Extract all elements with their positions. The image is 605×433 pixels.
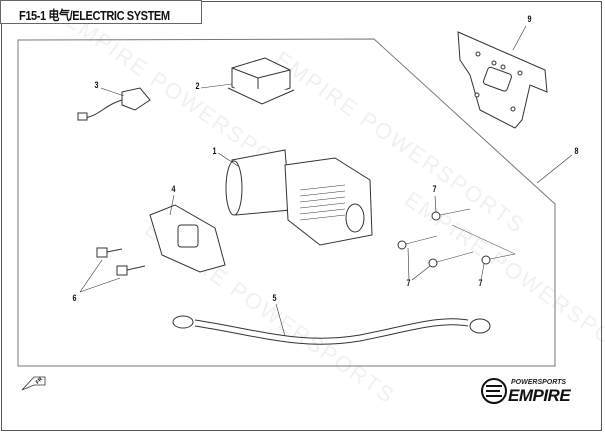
page-title: F15-1 电气/ELECTRIC SYSTEM — [19, 8, 170, 23]
callout-7: 7 — [478, 278, 483, 288]
part-5-cable — [172, 315, 491, 345]
title-box: F15-1 电气/ELECTRIC SYSTEM — [0, 0, 202, 24]
callout-9: 9 — [527, 14, 532, 24]
logo-subtitle: POWERSPORTS — [511, 379, 567, 386]
part-1-winch — [225, 149, 373, 246]
assembly-boundary — [17, 38, 556, 367]
empire-logo-emblem — [481, 378, 507, 404]
part-3-switch — [77, 87, 151, 121]
part-6-bolts — [96, 247, 146, 276]
callout-2: 2 — [195, 81, 200, 91]
callout-7: 7 — [406, 278, 411, 288]
part-7-bolts — [397, 208, 516, 268]
front-direction-marker — [21, 376, 46, 391]
callout-7: 7 — [432, 184, 437, 194]
logo-wordmark: EMPIRE — [508, 386, 571, 405]
callout-6: 6 — [72, 293, 77, 303]
part-2-relay — [227, 57, 295, 105]
callout-5: 5 — [272, 293, 277, 303]
callout-8: 8 — [574, 146, 579, 156]
callout-4: 4 — [171, 184, 176, 194]
callout-1: 1 — [212, 146, 217, 156]
part-4-fairlead — [149, 204, 226, 273]
callout-3: 3 — [94, 80, 99, 90]
part-9-mounting-plate — [457, 31, 548, 129]
brand-logo: POWERSPORTS EMPIRE — [478, 377, 583, 405]
